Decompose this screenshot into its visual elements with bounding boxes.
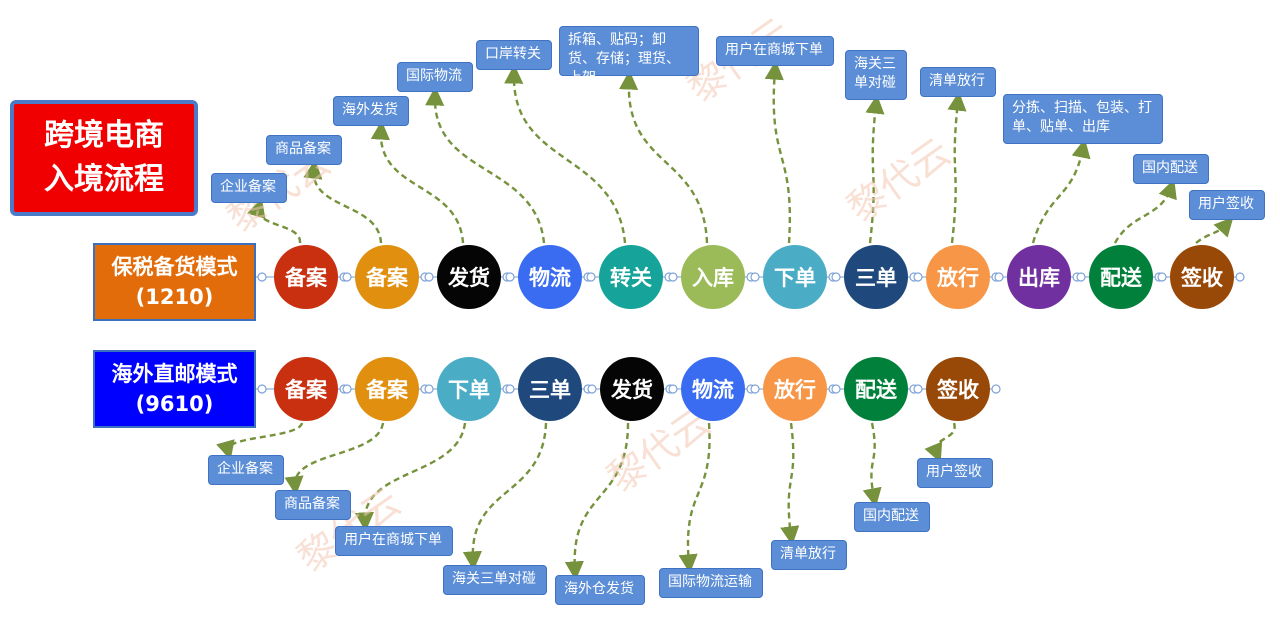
junction-dot <box>1157 272 1167 282</box>
direct-step-label: 国际物流运输 <box>659 568 763 598</box>
junction-dot <box>750 272 760 282</box>
connector-arrow <box>618 70 709 244</box>
junction-dot <box>913 272 923 282</box>
direct-step-node: 发货 <box>600 357 664 421</box>
bonded-step-label: 商品备案 <box>266 135 342 165</box>
connector-arrow <box>678 422 711 574</box>
bonded-mode-name: 保税备货模式 <box>111 255 238 279</box>
bonded-step-node: 出库 <box>1007 245 1071 309</box>
direct-mode-box: 海外直邮模式 (9610) <box>93 350 256 428</box>
bonded-step-label: 用户签收 <box>1189 190 1265 220</box>
direct-mode-code: (9610) <box>135 392 214 416</box>
direct-step-node: 配送 <box>844 357 908 421</box>
junction-dot <box>1235 272 1245 282</box>
connector-arrow <box>862 422 882 508</box>
bonded-mode-code: (1210) <box>135 285 214 309</box>
junction-dot <box>257 384 267 394</box>
connector-arrow <box>764 60 791 244</box>
bonded-step-label: 海外发货 <box>333 96 409 126</box>
junction-dot <box>913 384 923 394</box>
diagram-title: 跨境电商 入境流程 <box>10 100 198 216</box>
junction-dot <box>505 272 515 282</box>
connector-arrow <box>303 159 383 244</box>
junction-dot <box>668 384 678 394</box>
bonded-step-label: 分拣、扫描、包装、打单、贴单、出库 <box>1003 94 1163 144</box>
connector-arrow <box>564 422 630 581</box>
connector-arrow <box>247 197 302 244</box>
junction-dot <box>342 272 352 282</box>
direct-step-label: 国内配送 <box>854 502 930 532</box>
direct-step-node: 物流 <box>681 357 745 421</box>
junction-dot <box>994 272 1004 282</box>
bonded-step-node: 发货 <box>437 245 501 309</box>
direct-step-label: 商品备案 <box>275 490 351 520</box>
connector-arrow <box>504 64 627 244</box>
bonded-step-node: 三单 <box>844 245 908 309</box>
direct-step-node: 放行 <box>763 357 827 421</box>
connector-arrow <box>780 422 800 546</box>
bonded-step-label: 国际物流 <box>397 62 473 92</box>
title-line-1: 跨境电商 <box>44 118 164 153</box>
direct-step-node: 备案 <box>355 357 419 421</box>
connector-arrow <box>1195 216 1234 244</box>
connector-arrow <box>865 94 885 244</box>
junction-dot <box>342 384 352 394</box>
direct-step-node: 下单 <box>437 357 501 421</box>
connector-arrow <box>370 120 465 244</box>
connector-arrow <box>284 422 385 496</box>
junction-dot <box>424 272 434 282</box>
connector-arrow <box>216 422 304 461</box>
connector-arrow <box>462 422 548 571</box>
direct-step-label: 海外仓发货 <box>555 575 645 605</box>
connector-arrow <box>1031 138 1091 244</box>
connector-arrow <box>947 91 967 244</box>
bonded-step-label: 用户在商城下单 <box>716 36 834 66</box>
junction-dot <box>750 384 760 394</box>
junction-dot <box>668 272 678 282</box>
connector-arrow <box>924 422 956 463</box>
direct-step-node: 三单 <box>518 357 582 421</box>
junction-dot <box>587 384 597 394</box>
bonded-step-node: 签收 <box>1170 245 1234 309</box>
bonded-step-label: 清单放行 <box>920 67 996 97</box>
direct-mode-name: 海外直邮模式 <box>111 362 238 386</box>
connector-arrow <box>354 422 467 532</box>
bonded-step-node: 转关 <box>599 245 663 309</box>
direct-step-label: 清单放行 <box>771 540 847 570</box>
bonded-step-node: 配送 <box>1089 245 1153 309</box>
bonded-step-node: 备案 <box>355 245 419 309</box>
bonded-step-node: 物流 <box>518 245 582 309</box>
junction-dot <box>831 384 841 394</box>
junction-dot <box>586 272 596 282</box>
junction-dot <box>991 384 1001 394</box>
junction-dot <box>424 384 434 394</box>
bonded-step-node: 下单 <box>763 245 827 309</box>
direct-step-node: 备案 <box>274 357 338 421</box>
direct-step-node: 签收 <box>926 357 990 421</box>
junction-dot <box>831 272 841 282</box>
junction-dot <box>1076 272 1086 282</box>
bonded-step-label: 拆箱、贴码；卸货、存储；理货、上架 <box>559 26 699 86</box>
title-line-2: 入境流程 <box>44 162 164 197</box>
connector-arrow <box>425 86 546 244</box>
direct-step-label: 海关三单对碰 <box>443 565 547 595</box>
junction-dot <box>505 384 515 394</box>
bonded-step-node: 放行 <box>926 245 990 309</box>
bonded-step-label: 国内配送 <box>1133 154 1209 184</box>
bonded-step-label: 海关三单对碰 <box>845 50 907 100</box>
junction-dot <box>257 272 267 282</box>
bonded-step-label: 企业备案 <box>211 173 287 203</box>
bonded-step-label: 口岸转关 <box>476 40 552 70</box>
bonded-step-node: 入库 <box>681 245 745 309</box>
bonded-step-node: 备案 <box>274 245 338 309</box>
connector-arrow <box>1113 178 1177 244</box>
direct-step-label: 企业备案 <box>208 455 284 485</box>
bonded-mode-box: 保税备货模式 (1210) <box>93 243 256 321</box>
direct-step-label: 用户在商城下单 <box>335 526 453 556</box>
direct-step-label: 用户签收 <box>917 458 993 488</box>
